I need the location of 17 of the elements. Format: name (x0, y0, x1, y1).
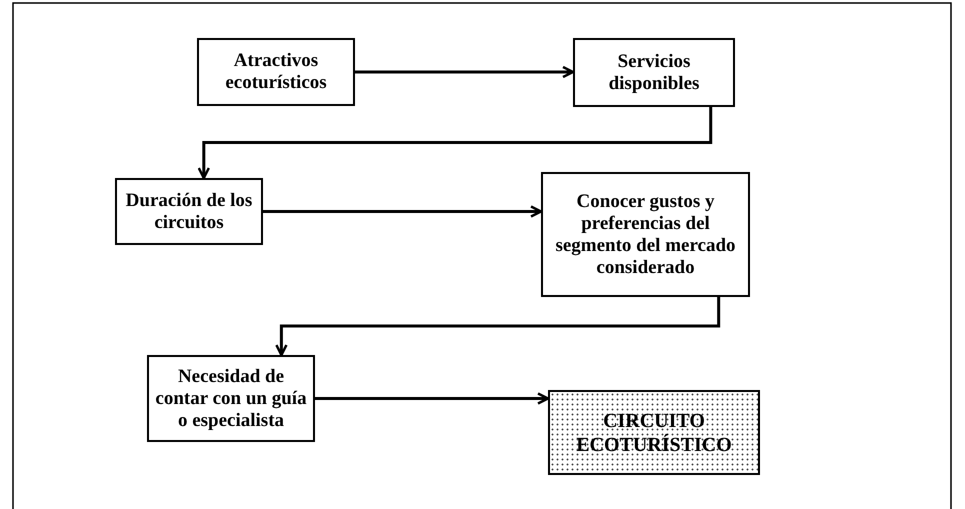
box-label: Conocer gustos y preferencias del segmento del mercado considerado (554, 190, 737, 278)
box-label: Atractivos ecoturísticos (224, 50, 328, 94)
arrow (198, 107, 712, 180)
arrow (275, 297, 720, 356)
arrow (315, 392, 550, 405)
arrow (355, 66, 574, 78)
box-label: Duración de los circuitos (124, 190, 254, 234)
box-label: Servicios disponibles (608, 50, 700, 94)
process-box (147, 355, 315, 442)
box-label: Necesidad de contar con un guía o especialista (154, 366, 308, 432)
process-box (541, 172, 750, 297)
process-box (573, 38, 735, 107)
box-label: CIRCUITO ECOTURÍSTICO (575, 408, 733, 456)
process-box (197, 38, 355, 106)
arrow (263, 205, 542, 218)
process-box (115, 178, 263, 245)
result-box (548, 390, 760, 475)
